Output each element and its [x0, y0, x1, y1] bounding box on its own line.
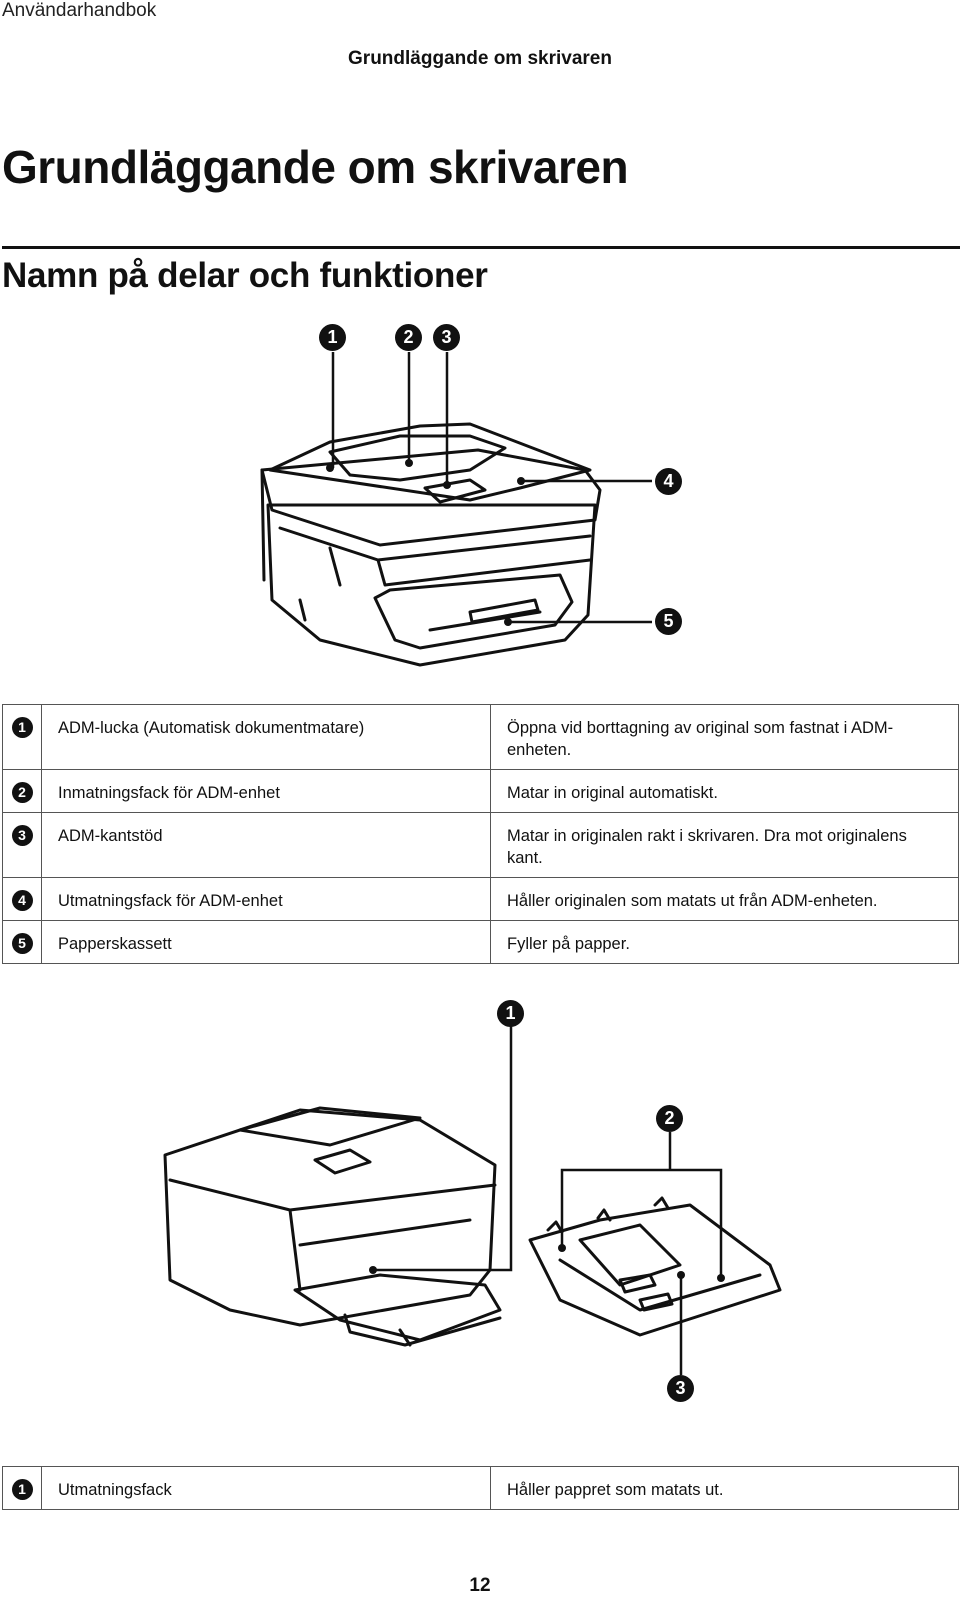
- page-number: 12: [469, 1575, 491, 1596]
- part-description: Håller pappret som matats ut.: [490, 1466, 959, 1510]
- callout-1: 1: [497, 1000, 524, 1027]
- section-heading: Namn på delar och funktioner: [2, 256, 488, 295]
- part-name: Utmatningsfack för ADM-enhet: [41, 877, 491, 921]
- row-number-badge: 1: [11, 1479, 33, 1500]
- callout-5: 5: [655, 608, 682, 635]
- row-number-badge: 2: [11, 782, 33, 803]
- part-name: ADM-kantstöd: [41, 812, 491, 878]
- table-row: 5 Papperskassett Fyller på papper.: [2, 920, 959, 964]
- row-number-badge: 5: [11, 933, 33, 954]
- row-number-badge: 3: [11, 825, 33, 846]
- part-name: ADM-lucka (Automatisk dokumentmatare): [41, 704, 491, 770]
- callout-2: 2: [395, 324, 422, 351]
- printer-cassette-illustration: [163, 1026, 782, 1375]
- callout-3: 3: [667, 1375, 694, 1402]
- part-description: Fyller på papper.: [490, 920, 959, 964]
- part-name: Utmatningsfack: [41, 1466, 491, 1510]
- table-row: 1 Utmatningsfack Håller pappret som mata…: [2, 1466, 959, 1510]
- printer-front-illustration: [260, 352, 652, 667]
- part-description: Öppna vid borttagning av original som fa…: [490, 704, 959, 770]
- parts-table-output: 1 Utmatningsfack Håller pappret som mata…: [2, 1466, 959, 1510]
- callout-2: 2: [656, 1105, 683, 1132]
- table-row: 1 ADM-lucka (Automatisk dokumentmatare) …: [2, 704, 959, 770]
- callout-1: 1: [319, 324, 346, 351]
- callout-3: 3: [433, 324, 460, 351]
- table-row: 3 ADM-kantstöd Matar in originalen rakt …: [2, 812, 959, 878]
- row-number-badge: 4: [11, 890, 33, 911]
- part-description: Matar in originalen rakt i skrivaren. Dr…: [490, 812, 959, 878]
- row-number-badge: 1: [11, 717, 33, 738]
- part-name: Inmatningsfack för ADM-enhet: [41, 769, 491, 813]
- table-row: 2 Inmatningsfack för ADM-enhet Matar in …: [2, 769, 959, 813]
- table-row: 4 Utmatningsfack för ADM-enhet Håller or…: [2, 877, 959, 921]
- chapter-title: Grundläggande om skrivaren: [2, 141, 629, 193]
- running-header: Användarhandbok: [2, 0, 157, 21]
- part-name: Papperskassett: [41, 920, 491, 964]
- part-description: Håller originalen som matats ut från ADM…: [490, 877, 959, 921]
- callout-4: 4: [655, 468, 682, 495]
- part-description: Matar in original automatiskt.: [490, 769, 959, 813]
- chapter-divider: [2, 246, 960, 249]
- section-header: Grundläggande om skrivaren: [348, 48, 612, 69]
- parts-table-adf: 1 ADM-lucka (Automatisk dokumentmatare) …: [2, 704, 959, 964]
